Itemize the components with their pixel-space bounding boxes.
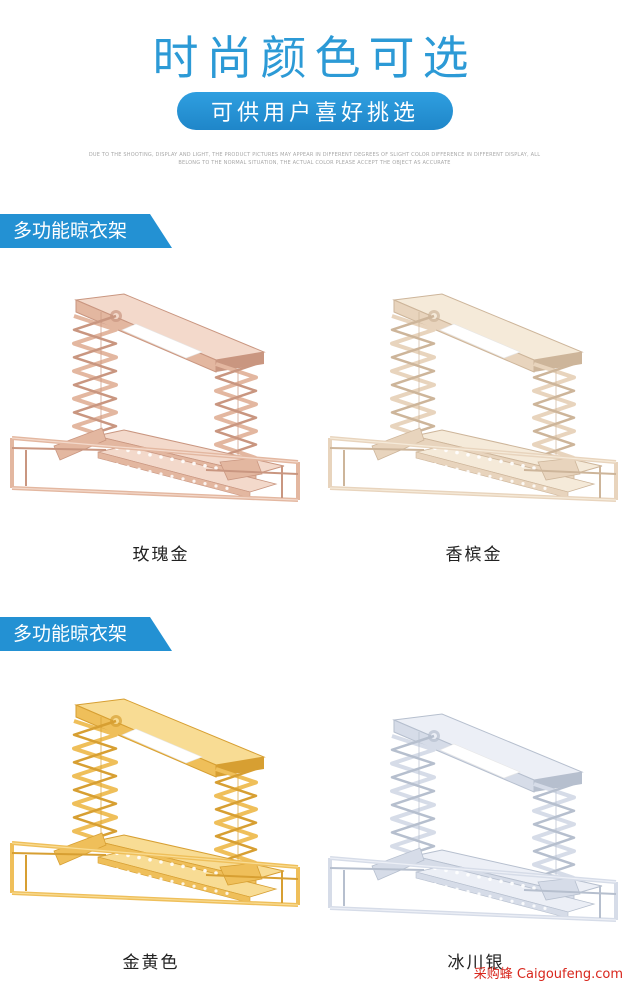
section-banner-2: 多功能晾衣架: [0, 617, 172, 651]
subtitle-pill: 可供用户喜好挑选: [177, 92, 453, 130]
product-caption-champagne-gold: 香槟金: [445, 545, 503, 565]
product-rose-gold: [6, 290, 306, 510]
section-banner-1: 多功能晾衣架: [0, 214, 172, 248]
product-champagne-gold: [324, 290, 624, 510]
product-caption-rose-gold: 玫瑰金: [132, 545, 190, 565]
product-glacier-silver: [324, 710, 624, 930]
page-title: 时尚颜色可选: [152, 31, 477, 85]
drying-rack-image: [328, 293, 618, 502]
product-caption-golden-yellow: 金黄色: [122, 953, 180, 973]
product-golden-yellow: [6, 695, 306, 915]
watermark-text: 采购蜂 Caigoufeng.com: [473, 967, 623, 982]
drying-rack-image: [10, 698, 300, 907]
disclaimer-line-2: BELONG TO THE NORMAL SITUATION, THE ACTU…: [178, 160, 451, 166]
product-caption-glacier-silver: 冰川银: [447, 953, 505, 973]
drying-rack-image: [328, 713, 618, 922]
drying-rack-image: [10, 293, 300, 502]
disclaimer-line-1: DUE TO THE SHOOTING, DISPLAY AND LIGHT, …: [88, 152, 541, 158]
